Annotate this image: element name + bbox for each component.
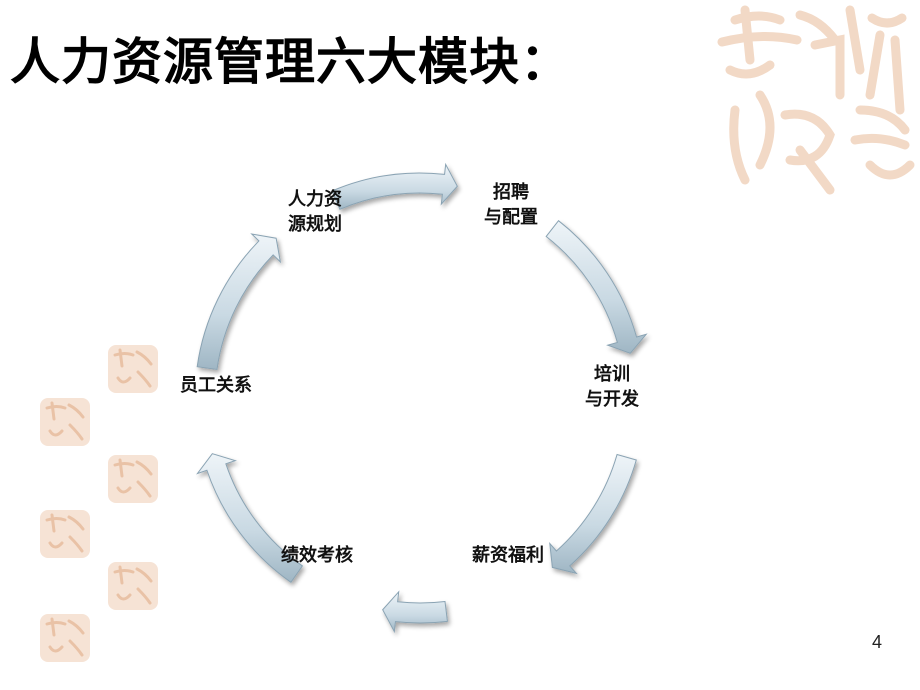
node-hr-planning: 人力资 源规划 bbox=[288, 187, 342, 237]
node-performance-line1: 绩效考核 bbox=[281, 545, 353, 566]
node-compensation-line1: 薪资福利 bbox=[472, 545, 544, 566]
node-hr-planning-line2: 源规划 bbox=[288, 214, 342, 235]
arrow-recruiting-to-training bbox=[545, 219, 648, 354]
arrow-planning-to-recruiting bbox=[331, 162, 458, 210]
arrow-training-to-compensation bbox=[549, 453, 637, 575]
node-employee-relations: 员工关系 bbox=[180, 373, 252, 398]
node-employee-relations-line1: 员工关系 bbox=[180, 375, 252, 396]
node-recruiting-line1: 招聘 bbox=[493, 182, 529, 203]
arrow-relations-to-planning bbox=[196, 233, 282, 371]
node-training-line2: 与开发 bbox=[585, 389, 639, 410]
node-performance: 绩效考核 bbox=[281, 543, 353, 568]
arrow-performance-to-relations bbox=[196, 453, 304, 584]
slide-title: 人力资源管理六大模块： bbox=[10, 33, 571, 91]
node-recruiting: 招聘 与配置 bbox=[484, 180, 538, 230]
node-training: 培训 与开发 bbox=[585, 362, 639, 412]
node-recruiting-line2: 与配置 bbox=[484, 207, 538, 228]
arrow-compensation-to-performance bbox=[382, 590, 448, 634]
node-hr-planning-line1: 人力资 bbox=[288, 189, 342, 210]
page-number: 4 bbox=[871, 632, 882, 652]
brush-art-large bbox=[717, 5, 915, 195]
stamp-strokes bbox=[45, 348, 153, 657]
node-compensation: 薪资福利 bbox=[472, 543, 544, 568]
cycle-arrows bbox=[196, 162, 648, 634]
node-training-line1: 培训 bbox=[594, 364, 630, 385]
